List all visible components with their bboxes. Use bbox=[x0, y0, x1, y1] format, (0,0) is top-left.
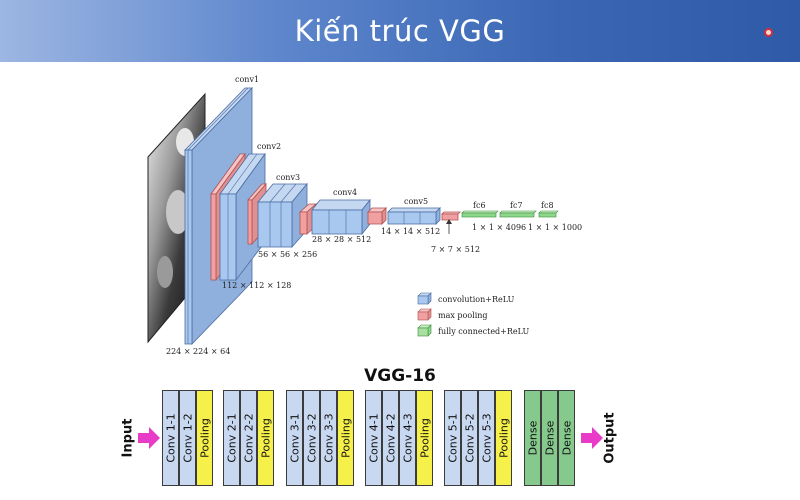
block3-pooling: Pooling bbox=[337, 390, 354, 486]
layer-label-conv1: conv1 bbox=[235, 75, 259, 84]
block2-conv2-2: Conv 2-2 bbox=[240, 390, 257, 486]
vgg-architecture-diagram: conv1 conv2 conv3 conv4 conv5 fc6 fc7 fc… bbox=[147, 75, 582, 356]
conv4-block bbox=[311, 198, 371, 236]
output-label-text: Output bbox=[602, 412, 618, 464]
legend-label-pool: max pooling bbox=[438, 311, 488, 320]
slide-dot-icon bbox=[764, 28, 773, 37]
block2-pooling: Pooling bbox=[257, 390, 274, 486]
conv5-block bbox=[387, 207, 441, 225]
legend-item-pool: max pooling bbox=[417, 308, 488, 321]
block1-conv1-1: Conv 1-1 bbox=[162, 390, 179, 486]
legend-item-conv: convolution+ReLU bbox=[417, 292, 515, 305]
pool5-pointer-head bbox=[446, 219, 452, 224]
layer-label-fc8: fc8 bbox=[541, 201, 554, 210]
dim-label-conv2: 112 × 112 × 128 bbox=[222, 281, 291, 290]
legend-item-fc: fully connected+ReLU bbox=[417, 324, 530, 337]
legend: convolution+ReLU max pooling fully conne… bbox=[417, 292, 530, 337]
layer-label-conv5: conv5 bbox=[404, 197, 428, 206]
legend-label-fc: fully connected+ReLU bbox=[438, 327, 530, 336]
dim-label-conv4: 28 × 28 × 512 bbox=[312, 235, 371, 244]
block2-conv2-1: Conv 2-1 bbox=[223, 390, 240, 486]
block1-conv1-2: Conv 1-2 bbox=[179, 390, 196, 486]
dense-1: Dense bbox=[524, 390, 541, 486]
layer-label-fc7: fc7 bbox=[510, 201, 523, 210]
block1-pooling: Pooling bbox=[196, 390, 213, 486]
pool5-block bbox=[441, 211, 461, 221]
layer-label-conv3: conv3 bbox=[276, 173, 300, 182]
dim-label-conv3: 56 × 56 × 256 bbox=[258, 250, 317, 259]
block5-conv5-1: Conv 5-1 bbox=[444, 390, 461, 486]
dim-label-conv5: 14 × 14 × 512 bbox=[381, 227, 440, 236]
input-arrow-icon bbox=[138, 427, 160, 449]
dim-label-pool5: 7 × 7 × 512 bbox=[431, 245, 480, 254]
block5-pooling: Pooling bbox=[495, 390, 512, 486]
dense-2: Dense bbox=[541, 390, 558, 486]
fc-blocks bbox=[461, 210, 559, 218]
vgg16-title: VGG-16 bbox=[364, 366, 436, 386]
block4-conv4-2: Conv 4-2 bbox=[382, 390, 399, 486]
legend-label-conv: convolution+ReLU bbox=[438, 295, 515, 304]
dim-label-conv1: 224 × 224 × 64 bbox=[166, 347, 230, 356]
input-label-text: Input bbox=[120, 418, 136, 458]
block4-conv4-3: Conv 4-3 bbox=[399, 390, 416, 486]
dim-label-fc: 1 × 1 × 4096 bbox=[472, 223, 526, 232]
block4-conv4-1: Conv 4-1 bbox=[365, 390, 382, 486]
block3-conv3-3: Conv 3-3 bbox=[320, 390, 337, 486]
dense-3: Dense bbox=[558, 390, 575, 486]
block4-pooling: Pooling bbox=[416, 390, 433, 486]
layer-label-conv4: conv4 bbox=[333, 188, 357, 197]
block5-conv5-2: Conv 5-2 bbox=[461, 390, 478, 486]
block5-conv5-3: Conv 5-3 bbox=[478, 390, 495, 486]
dim-label-fc8: 1 × 1 × 1000 bbox=[528, 223, 582, 232]
slide-title: Kiến trúc VGG bbox=[294, 14, 506, 48]
block3-conv3-1: Conv 3-1 bbox=[286, 390, 303, 486]
layer-label-conv2: conv2 bbox=[257, 142, 281, 151]
pool4-block bbox=[367, 207, 387, 225]
block3-conv3-2: Conv 3-2 bbox=[303, 390, 320, 486]
layer-label-fc6: fc6 bbox=[473, 201, 486, 210]
slide-header: Kiến trúc VGG bbox=[0, 0, 800, 62]
output-arrow-icon bbox=[581, 427, 603, 449]
